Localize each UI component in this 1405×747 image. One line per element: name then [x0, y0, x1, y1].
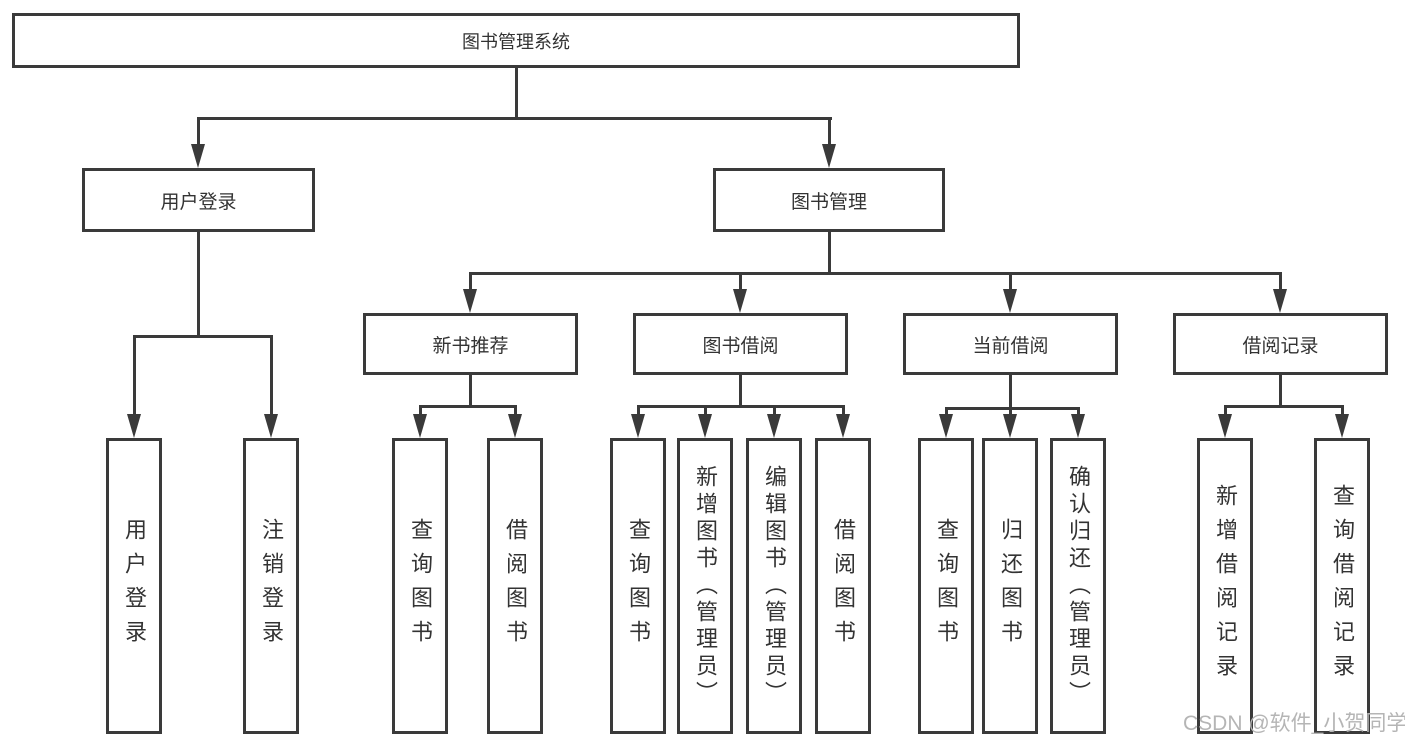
leaf-label: 查询图书 [408, 518, 433, 654]
arrowhead-login [127, 414, 141, 438]
leaf-label: 用户登录 [122, 518, 147, 654]
leaf-confirm-return-admin: 确认归还（管理员） [1050, 438, 1106, 734]
connector-drop [773, 405, 776, 417]
connector-drop [1077, 407, 1080, 417]
connector-current-stub [1009, 375, 1012, 407]
arrowhead-borrow-records [1273, 289, 1287, 313]
connector-book-borrow-stub [739, 375, 742, 405]
connector-drop-logout [270, 335, 273, 416]
connector-drop [419, 405, 422, 417]
node-label: 用户登录 [160, 191, 237, 213]
node-book-management: 图书管理 [713, 168, 945, 232]
connector-root-rail [197, 117, 832, 120]
node-borrowing-records: 借阅记录 [1173, 313, 1388, 375]
connector-drop [704, 405, 707, 417]
leaf-label: 新增借阅记录 [1213, 484, 1238, 688]
leaf-borrow-books: 借阅图书 [815, 438, 871, 734]
leaf-query-books: 查询图书 [610, 438, 666, 734]
leaf-query-books: 查询图书 [918, 438, 974, 734]
node-user-login: 用户登录 [82, 168, 315, 232]
leaf-label: 编辑图书（管理员） [762, 464, 787, 708]
arrowhead [836, 414, 850, 438]
arrowhead [1071, 414, 1085, 438]
connector-drop [1009, 407, 1012, 417]
connector-book-mgmt-rail [469, 272, 1282, 275]
connector-drop-user-login [197, 117, 200, 147]
leaf-query-books: 查询图书 [392, 438, 448, 734]
connector-book-mgmt-stub [828, 232, 831, 272]
connector-drop-borrow-records [1279, 272, 1282, 292]
connector-records-rail [1224, 405, 1343, 408]
leaf-label: 查询图书 [626, 518, 651, 654]
connector-drop-login [133, 335, 136, 416]
leaf-label: 查询借阅记录 [1330, 484, 1355, 688]
connector-records-stub [1279, 375, 1282, 405]
arrowhead [698, 414, 712, 438]
leaf-return-books: 归还图书 [982, 438, 1038, 734]
connector-user-login-stub [197, 232, 200, 335]
node-new-book-recommend: 新书推荐 [363, 313, 578, 375]
arrowhead [1003, 414, 1017, 438]
node-label: 新书推荐 [432, 335, 509, 357]
connector-drop [514, 405, 517, 417]
leaf-add-borrow-record: 新增借阅记录 [1197, 438, 1253, 734]
connector-root-stub [515, 68, 518, 118]
arrowhead-logout [264, 414, 278, 438]
arrowhead [939, 414, 953, 438]
connector-drop-new-book [469, 272, 472, 292]
arrowhead [767, 414, 781, 438]
connector-current-rail [945, 407, 1079, 410]
arrowhead [1335, 414, 1349, 438]
connector-drop [1224, 405, 1227, 417]
node-label: 借阅记录 [1242, 335, 1319, 357]
connector-book-borrow-rail [637, 405, 844, 408]
arrowhead-new-book [463, 289, 477, 313]
node-label: 当前借阅 [972, 335, 1049, 357]
arrowhead-book-mgmt [822, 144, 836, 168]
leaf-add-books-admin: 新增图书（管理员） [677, 438, 733, 734]
connector-drop [1341, 405, 1344, 417]
leaf-user-login: 用户登录 [106, 438, 162, 734]
connector-new-book-rail [419, 405, 516, 408]
node-book-borrowing: 图书借阅 [633, 313, 848, 375]
leaf-label: 借阅图书 [831, 518, 856, 654]
leaf-label: 注销登录 [259, 518, 284, 654]
arrowhead [413, 414, 427, 438]
node-label: 图书借阅 [702, 335, 779, 357]
leaf-label: 借阅图书 [503, 518, 528, 654]
arrowhead-current-borrow [1003, 289, 1017, 313]
connector-user-login-rail [133, 335, 273, 338]
leaf-label: 确认归还（管理员） [1066, 464, 1091, 708]
leaf-edit-books-admin: 编辑图书（管理员） [746, 438, 802, 734]
arrowhead-book-borrow [733, 289, 747, 313]
leaf-borrow-books: 借阅图书 [487, 438, 543, 734]
leaf-logout: 注销登录 [243, 438, 299, 734]
connector-drop-book-borrow [739, 272, 742, 292]
connector-drop [637, 405, 640, 417]
node-label: 图书管理 [790, 191, 867, 213]
leaf-label: 新增图书（管理员） [693, 464, 718, 708]
arrowhead [1218, 414, 1232, 438]
connector-drop-current-borrow [1009, 272, 1012, 292]
connector-new-book-stub [469, 375, 472, 405]
connector-drop-book-mgmt [828, 117, 831, 147]
node-current-borrowing: 当前借阅 [903, 313, 1118, 375]
arrowhead [631, 414, 645, 438]
connector-drop [945, 407, 948, 417]
node-label: 图书管理系统 [462, 31, 570, 52]
arrowhead [508, 414, 522, 438]
leaf-label: 归还图书 [998, 518, 1023, 654]
node-library-management-system: 图书管理系统 [12, 13, 1020, 68]
leaf-query-borrow-record: 查询借阅记录 [1314, 438, 1370, 734]
connector-drop [842, 405, 845, 417]
csdn-watermark: CSDN @软件_小贺同学 [1183, 712, 1405, 735]
leaf-label: 查询图书 [934, 518, 959, 654]
arrowhead-user-login [191, 144, 205, 168]
